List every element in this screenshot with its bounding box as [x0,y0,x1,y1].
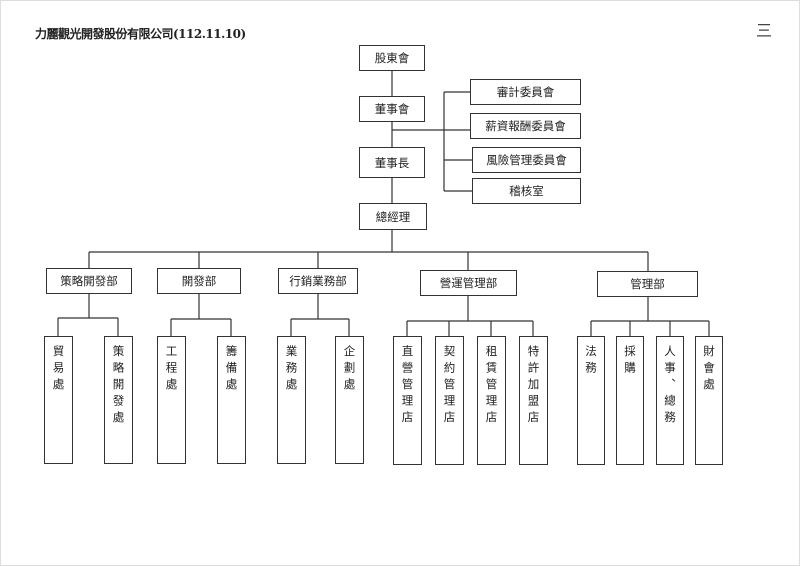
unit-label: 契約管理店 [442,345,457,428]
box-unit: 策略開發處 [104,336,133,464]
chart-title: 力麗觀光開發股份有限公司(112.11.10) [35,27,246,41]
unit-label: 人事、總務 [663,345,677,428]
box-unit: 特許加盟店 [519,336,548,465]
unit-label: 特許加盟店 [526,345,541,428]
unit-label: 貿易處 [51,345,66,395]
box-unit: 人事、總務 [656,336,684,465]
unit-label: 籌備處 [224,345,239,395]
box-unit: 契約管理店 [435,336,464,465]
box-unit: 直營管理店 [393,336,422,465]
box-chairman: 董事長 [359,147,425,178]
box-dept-marketing: 行銷業務部 [278,268,358,294]
unit-label: 採購 [623,345,637,378]
box-unit: 財會處 [695,336,723,465]
unit-label: 財會處 [702,345,716,395]
box-dept-strategy: 策略開發部 [46,268,132,294]
box-unit: 籌備處 [217,336,246,464]
box-dept-operations: 營運管理部 [420,270,517,296]
box-remuneration-committee: 薪資報酬委員會 [470,113,581,139]
unit-label: 租賃管理店 [484,345,499,428]
box-unit: 貿易處 [44,336,73,464]
box-unit: 工程處 [157,336,186,464]
box-unit: 業務處 [277,336,306,464]
box-president: 總經理 [359,203,427,230]
box-risk-committee: 風險管理委員會 [472,147,581,173]
unit-label: 策略開發處 [111,345,126,428]
box-unit: 租賃管理店 [477,336,506,465]
box-shareholders: 股東會 [359,45,425,71]
unit-label: 工程處 [164,345,179,395]
unit-label: 業務處 [284,345,299,395]
page-mark: 三 [756,21,773,40]
box-unit: 採購 [616,336,644,465]
box-board: 董事會 [359,96,425,122]
unit-label: 企劃處 [342,345,357,395]
box-dept-development: 開發部 [157,268,241,294]
unit-label: 法務 [584,345,598,378]
box-audit-committee: 審計委員會 [470,79,581,105]
box-internal-audit: 稽核室 [472,178,581,204]
box-unit: 法務 [577,336,605,465]
box-unit: 企劃處 [335,336,364,464]
unit-label: 直營管理店 [400,345,415,428]
box-dept-management: 管理部 [597,271,698,297]
